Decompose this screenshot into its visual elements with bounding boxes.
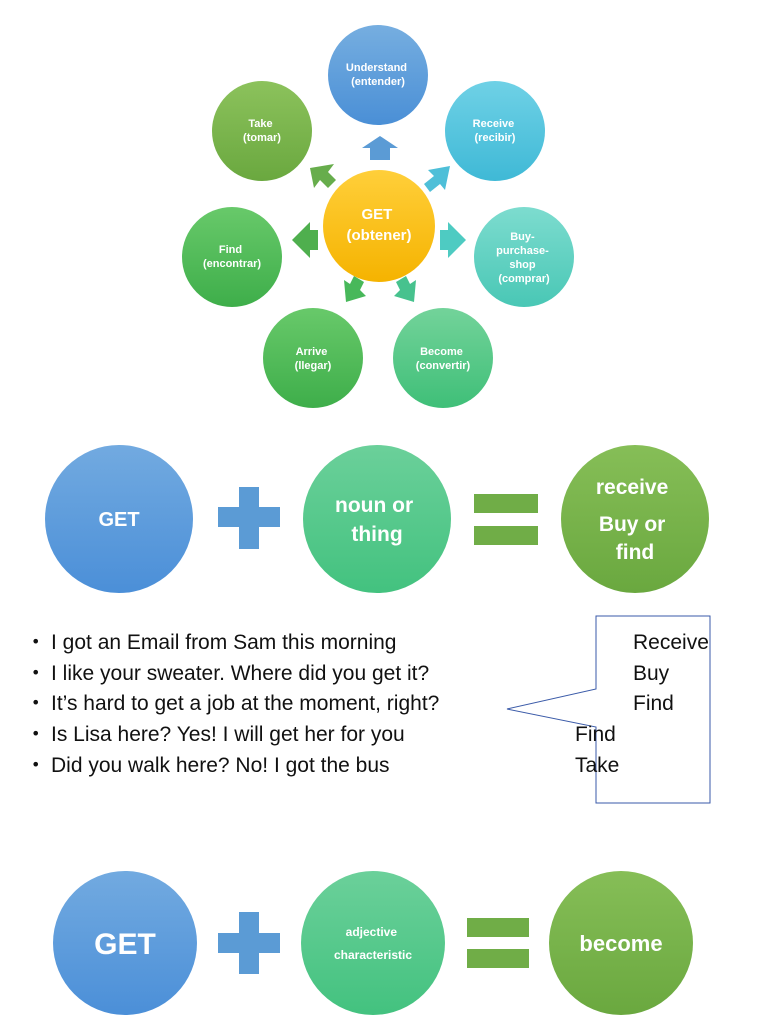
sentence-text: I got an Email from Sam this morning — [51, 631, 396, 654]
equation-adjective: GET adjective characteristic become — [53, 871, 693, 1015]
list-item: • It’s hard to get a job at the moment, … — [31, 692, 674, 715]
arrow-to-receive — [424, 166, 450, 192]
arrow-to-become — [394, 276, 416, 302]
bullet-icon: • — [31, 632, 40, 651]
bullet-icon: • — [31, 724, 40, 743]
eq1-noun-label: noun or thing — [335, 494, 419, 546]
plus-icon — [218, 912, 280, 974]
node-become: Become (convertir) — [393, 308, 493, 408]
callout-box — [506, 615, 711, 804]
node-take: Take (tomar) — [212, 81, 312, 181]
node-find-label: Find (encontrar) — [203, 244, 261, 270]
eq1-noun-circle: noun or thing — [303, 445, 451, 593]
eq2-get-circle: GET — [53, 871, 197, 1015]
node-find: Find (encontrar) — [182, 207, 282, 307]
eq2-get-label: GET — [94, 928, 156, 961]
eq2-adjective-circle: adjective characteristic — [301, 871, 445, 1015]
eq2-adjective-label: adjective characteristic — [334, 925, 412, 962]
center-get-label: GET (obtener) — [347, 206, 412, 244]
equation-noun: GET noun or thing receive Buy or find — [45, 445, 709, 593]
sentence-text: It’s hard to get a job at the moment, ri… — [51, 692, 439, 715]
list-item: • I like your sweater. Where did you get… — [31, 662, 670, 685]
get-cycle-diagram: Understand (entender) Receive (recibir) … — [182, 25, 574, 408]
example-sentences: • I got an Email from Sam this morning R… — [31, 631, 709, 777]
node-arrive: Arrive (llegar) — [263, 308, 363, 408]
arrow-to-buy — [440, 222, 466, 258]
arrow-to-find — [292, 222, 318, 258]
eq2-result-label: become — [579, 931, 662, 956]
sentence-meaning: Receive — [633, 631, 709, 654]
sentence-text: I like your sweater. Where did you get i… — [51, 662, 429, 685]
arrow-to-take — [310, 164, 336, 188]
eq1-get-label: GET — [98, 509, 139, 531]
node-understand: Understand (entender) — [328, 25, 428, 125]
sentence-meaning: Take — [575, 754, 619, 777]
sentence-meaning: Find — [633, 692, 674, 715]
equals-icon — [467, 918, 529, 968]
node-buy-label: Buy- purchase- shop (comprar) — [496, 231, 552, 285]
plus-icon — [218, 487, 280, 549]
eq1-get-circle: GET — [45, 445, 193, 593]
bullet-icon: • — [31, 693, 40, 712]
equals-icon — [474, 494, 538, 545]
node-center-get: GET (obtener) — [323, 170, 435, 282]
sentence-text: Did you walk here? No! I got the bus — [51, 754, 390, 777]
arrow-to-understand — [362, 136, 398, 160]
node-buy: Buy- purchase- shop (comprar) — [474, 207, 574, 307]
list-item: • Is Lisa here? Yes! I will get her for … — [31, 723, 616, 746]
list-item: • Did you walk here? No! I got the bus T… — [31, 754, 619, 777]
node-receive-label: Receive (recibir) — [473, 118, 518, 144]
bullet-icon: • — [31, 755, 40, 774]
eq1-result-circle: receive Buy or find — [561, 445, 709, 593]
eq1-result-label: receive Buy or find — [596, 476, 674, 564]
node-take-label: Take (tomar) — [243, 118, 281, 144]
node-receive: Receive (recibir) — [445, 81, 545, 181]
bullet-icon: • — [31, 663, 40, 682]
node-arrive-label: Arrive (llegar) — [295, 346, 332, 372]
node-become-label: Become (convertir) — [416, 346, 471, 372]
sentence-meaning: Find — [575, 723, 616, 746]
arrow-to-arrive — [344, 276, 366, 302]
sentence-meaning: Buy — [633, 662, 670, 685]
list-item: • I got an Email from Sam this morning R… — [31, 631, 709, 654]
eq2-result-circle: become — [549, 871, 693, 1015]
node-understand-label: Understand (entender) — [346, 62, 410, 88]
sentence-text: Is Lisa here? Yes! I will get her for yo… — [51, 723, 405, 746]
cycle-arrows — [292, 136, 466, 302]
